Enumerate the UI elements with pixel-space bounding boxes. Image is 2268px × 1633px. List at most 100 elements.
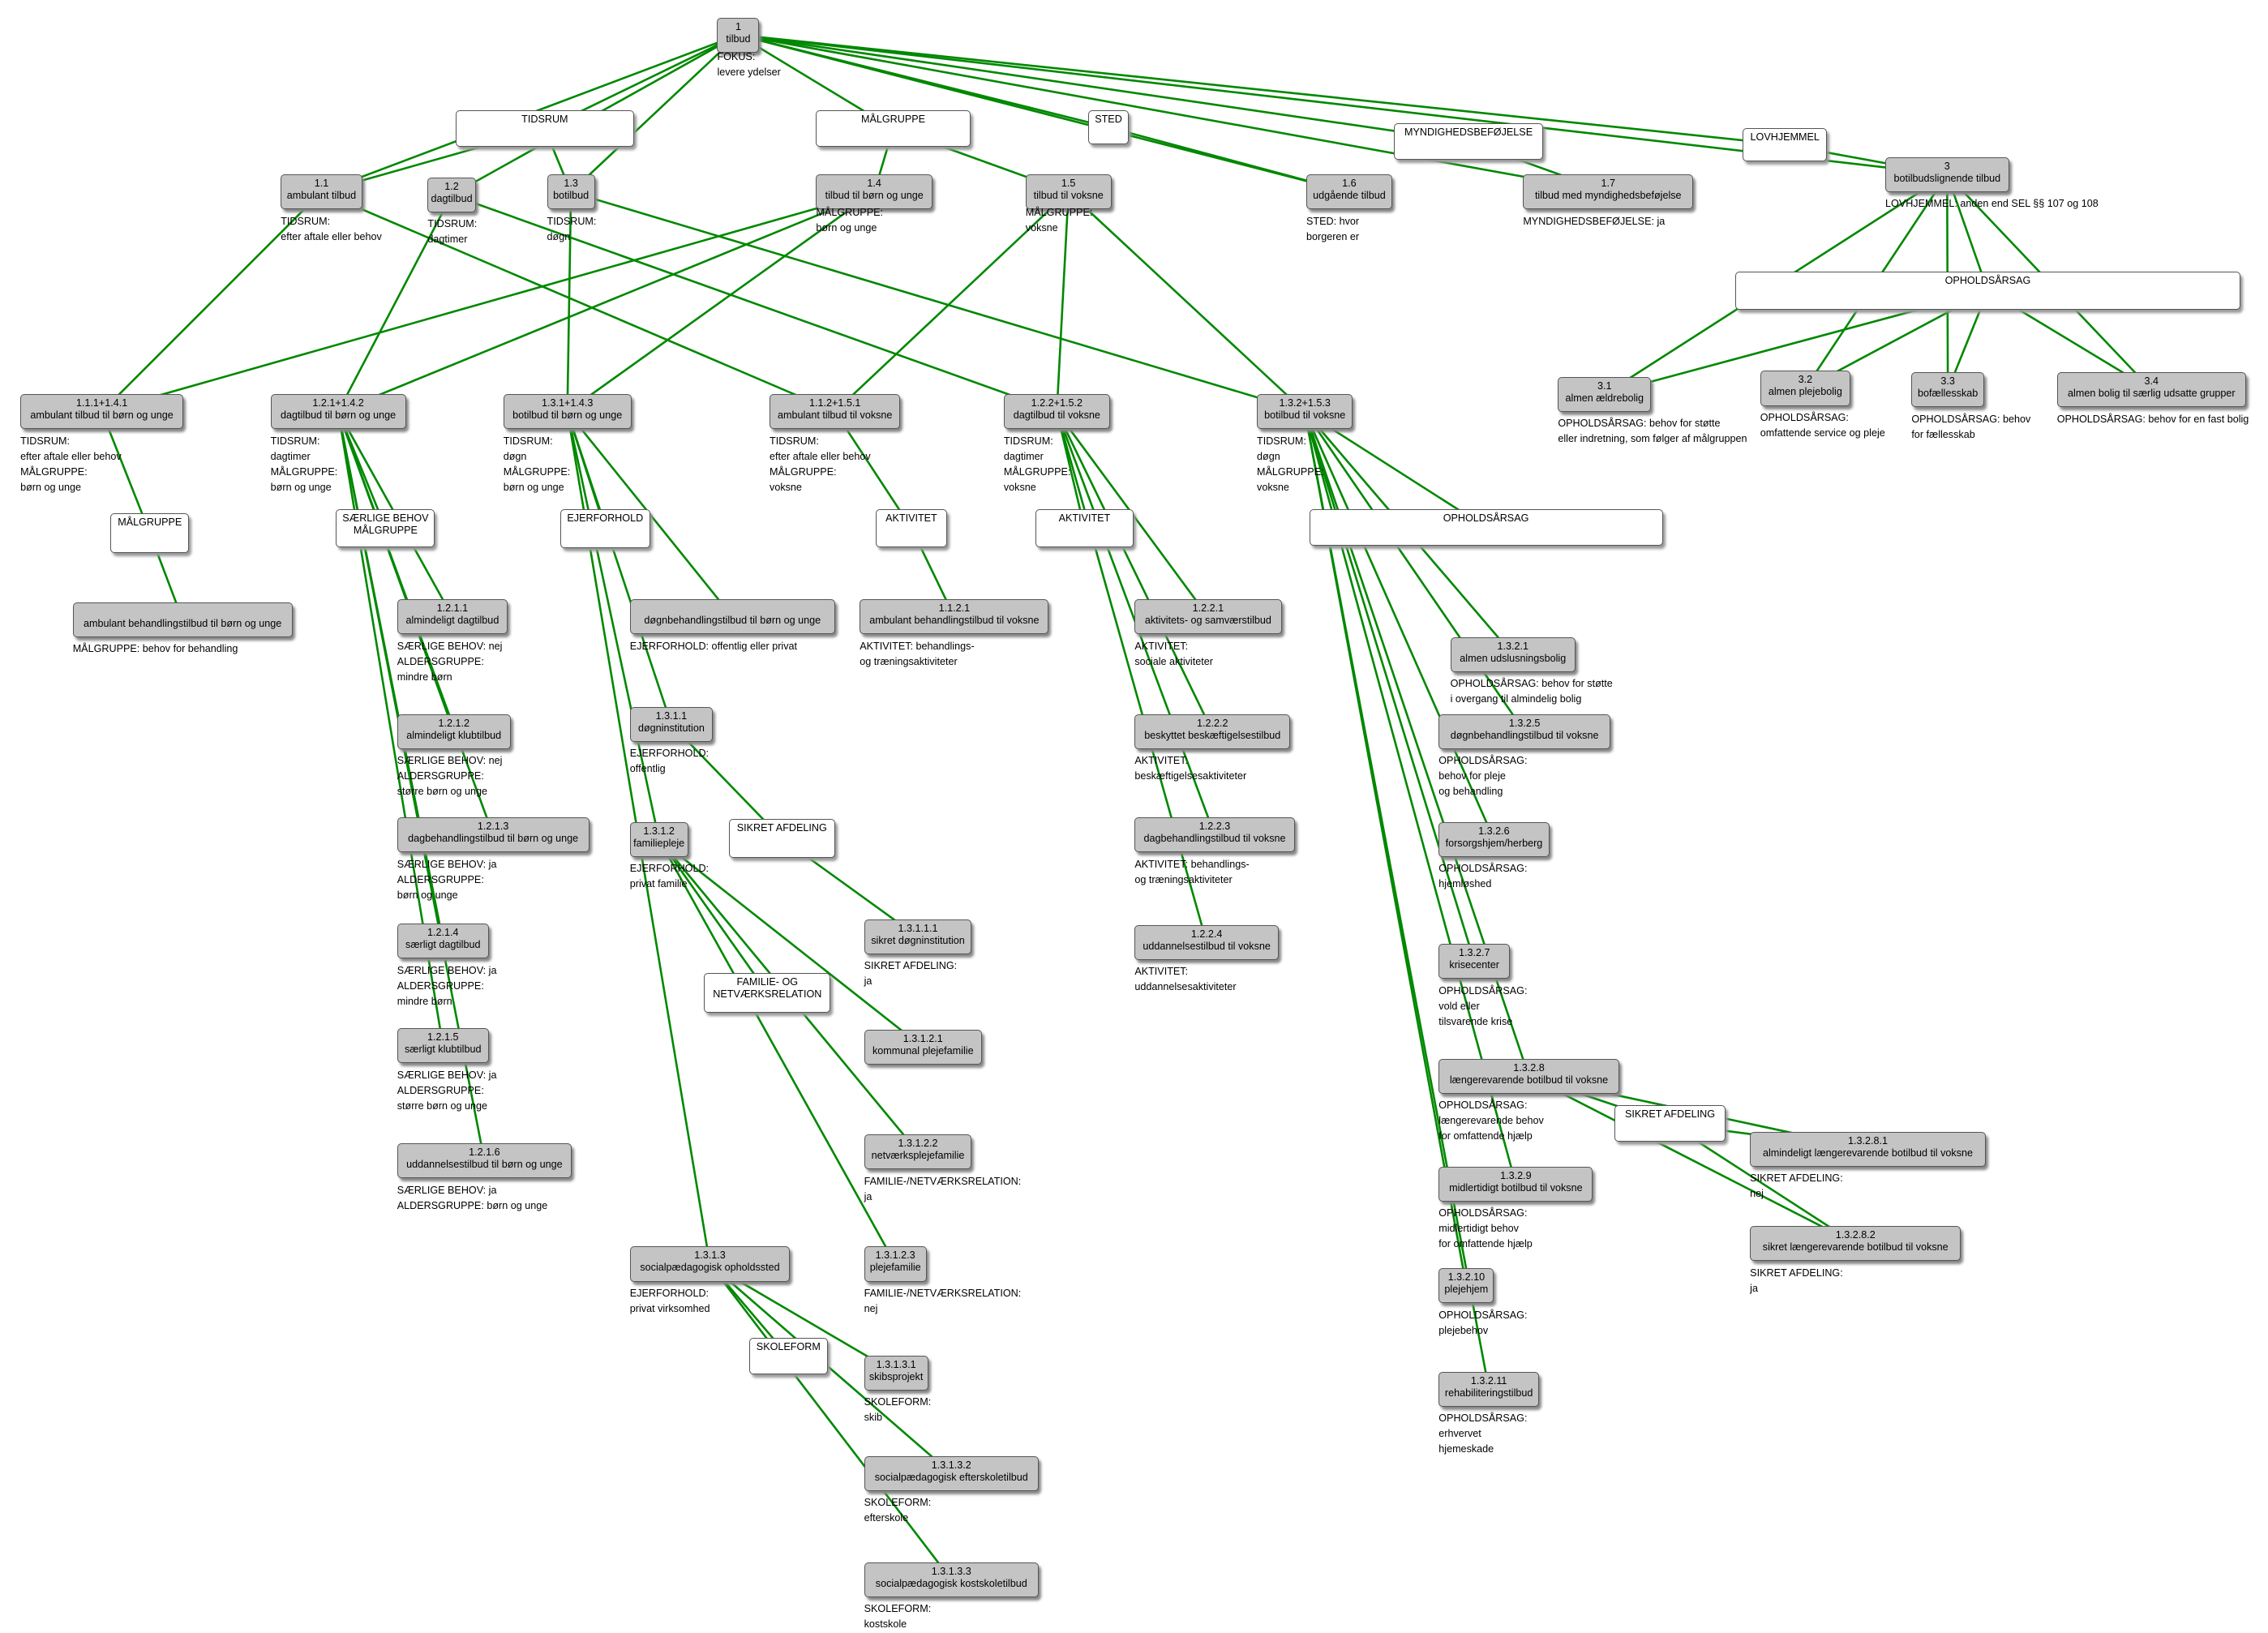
note-n1222-line-0: AKTIVITET: [1134, 755, 1189, 767]
node-lovhjemmel[interactable]: LOVHJEMMEL [1743, 127, 1828, 162]
note-n1-line-0: FOKUS: [717, 50, 756, 62]
node-n1313-line-0: 1.3.1.3 [694, 1249, 726, 1262]
note-n1-1-line-0: TIDSRUM: [281, 215, 331, 227]
node-aktivitet122[interactable]: AKTIVITET [1035, 508, 1134, 547]
node-sikret1[interactable]: SIKRET AFDELING [728, 819, 835, 859]
edge-n1312-to-familie [658, 838, 769, 994]
note-n1-4-line-0: MÅLGRUPPE: [816, 206, 884, 218]
note-n121-line-2: MÅLGRUPPE: [270, 465, 338, 478]
node-n132-line-0: 1.3.2+1.5.3 [1279, 397, 1331, 409]
note-n3-2-line-0: OPHOLDSÅRSAG: [1760, 411, 1849, 423]
node-malgruppe[interactable]: MÅLGRUPPE [816, 110, 971, 148]
note-n1-2-line-1: dagtimer [427, 234, 468, 246]
note-n1313-line-1: privat virksomhed [629, 1302, 710, 1314]
node-opholdsarsag3[interactable]: OPHOLDSÅRSAG [1735, 272, 2240, 311]
node-n1-4-line-1: tilbud til børn og unge [825, 190, 924, 202]
node-tidsrum[interactable]: TIDSRUM [455, 110, 635, 148]
note-n13282-line-0: SIKRET AFDELING: [1750, 1267, 1843, 1279]
node-n131-line-0: 1.3.1+1.4.3 [541, 397, 594, 409]
note-n13211-line-1: erhvervet [1438, 1428, 1481, 1440]
node-n1-1-line-0: 1.1 [314, 178, 329, 190]
edge-n132-to-n1327 [1303, 411, 1476, 962]
node-dognbehand[interactable]: døgnbehandlingstilbud til børn og unge [629, 599, 835, 635]
node-n1325-line-0: 1.3.2.5 [1508, 717, 1541, 729]
node-n13211-line-1: rehabiliteringstilbud [1444, 1387, 1533, 1399]
node-opholdsarsag132[interactable]: OPHOLDSÅRSAG [1309, 508, 1663, 546]
node-n3-3-line-0: 3.3 [1940, 375, 1955, 388]
edge-n1-5-to-n132 [1067, 191, 1306, 413]
node-n13133-line-1: socialpædagogisk kostskoletilbud [875, 1577, 1027, 1589]
edge-n1-4-to-n131 [566, 191, 875, 413]
node-n1327-line-1: krisecenter [1449, 959, 1499, 971]
node-ejerforhold[interactable]: EJERFORHOLD [559, 508, 650, 549]
note-n1-2-line-0: TIDSRUM: [427, 218, 478, 230]
node-ambbehand[interactable]: ambulant behandlingstilbud til børn og u… [72, 602, 293, 637]
note-n1313-line-0: EJERFORHOLD: [629, 1287, 710, 1299]
node-skoleform[interactable]: SKOLEFORM [748, 1338, 828, 1375]
node-myndighed[interactable]: MYNDIGHEDSBEFØJELSE [1393, 123, 1544, 161]
note-n1-line-1: levere ydelser [717, 66, 781, 78]
node-n1-1-line-1: ambulant tilbud [286, 190, 357, 202]
node-aktivitet112[interactable]: AKTIVITET [875, 508, 947, 547]
node-n13111-line-1: sikret døgninstitution [871, 934, 965, 946]
node-n3-2-line-0: 3.2 [1798, 374, 1813, 386]
node-malgruppe111[interactable]: MÅLGRUPPE [110, 513, 190, 553]
node-sikret2[interactable]: SIKRET AFDELING [1614, 1105, 1726, 1142]
node-skoleform-line-0: SKOLEFORM [756, 1341, 821, 1353]
node-sted[interactable]: STED [1087, 110, 1130, 144]
